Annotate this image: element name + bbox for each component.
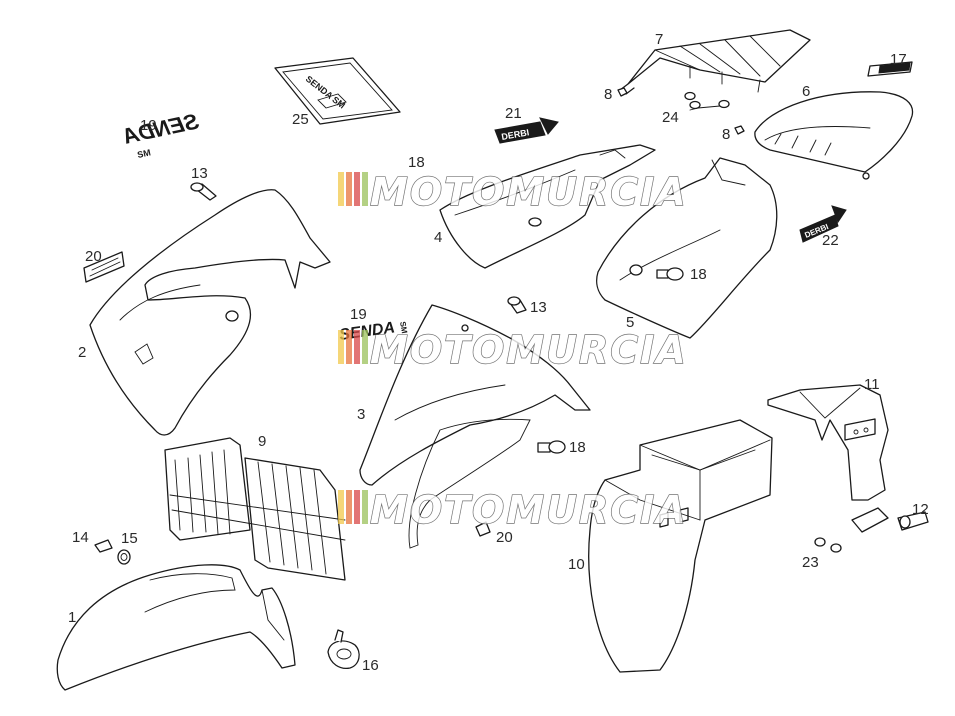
callout-9: 9 <box>258 433 266 450</box>
part-13-bolt-top <box>190 182 217 201</box>
callout-7: 7 <box>655 31 663 48</box>
part-9-radiator-grille <box>164 437 346 581</box>
part-2-tank-shroud <box>89 189 331 436</box>
callout-15: 15 <box>121 530 138 547</box>
part-12-bracket <box>851 507 929 533</box>
callout-25: 25 <box>292 111 309 128</box>
callout-3: 3 <box>357 406 365 423</box>
callout-12: 12 <box>912 501 929 518</box>
watermark-top: MOTOMURCIA <box>338 169 688 215</box>
callout-6: 6 <box>802 83 810 100</box>
callout-2: 2 <box>78 344 86 361</box>
part-24-washers <box>684 91 730 111</box>
callout-19-top: 19 <box>140 117 157 134</box>
callout-10: 10 <box>568 556 585 573</box>
callout-13-top: 13 <box>191 165 208 182</box>
part-1-front-fender <box>56 564 296 691</box>
part-25-decal-sheet: SENDA SM <box>274 57 401 125</box>
part-15-grommet <box>117 549 131 565</box>
callout-labels: 7 17 8 6 21 19 25 24 8 18 13 4 22 20 18 … <box>68 31 929 674</box>
part-18-bolt-right <box>656 267 684 281</box>
callout-18-top: 18 <box>408 154 425 171</box>
part-16-clamp <box>327 629 360 670</box>
callout-16: 16 <box>362 657 379 674</box>
callout-1: 1 <box>68 609 76 626</box>
derbi-decal-text: DERBI <box>501 127 530 142</box>
watermark-bars <box>338 490 368 524</box>
part-4-side-panel <box>439 144 656 269</box>
part-6-seat <box>754 91 914 180</box>
callout-24: 24 <box>662 109 679 126</box>
sm-decal-mid-text: SM <box>398 321 409 335</box>
part-10-rear-fender <box>588 419 773 673</box>
callout-14: 14 <box>72 529 89 546</box>
part-20-clip-mid <box>475 521 491 537</box>
callout-8-left: 8 <box>604 86 612 103</box>
part-20-decal-left <box>83 251 125 283</box>
callout-4: 4 <box>434 229 442 246</box>
callout-20-mid: 20 <box>496 529 513 546</box>
watermark-text: MOTOMURCIA <box>370 328 688 372</box>
part-23-washers <box>814 537 842 553</box>
part-19-senda-decal-top: SENDA SM <box>121 108 202 160</box>
part-11-plate-holder <box>767 384 889 501</box>
watermark-text: MOTOMURCIA <box>370 170 688 214</box>
callout-18-mid: 18 <box>569 439 586 456</box>
callout-19-mid: 19 <box>350 306 367 323</box>
watermark-bottom: MOTOMURCIA <box>338 487 688 533</box>
part-13-bolt-mid <box>507 296 527 314</box>
part-3-front-shroud <box>359 304 591 549</box>
part-18-bolt-mid <box>537 440 566 454</box>
part-21-derbi-decal: DERBI <box>494 117 559 144</box>
part-7-luggage-rack <box>619 29 811 95</box>
watermark-bars <box>338 172 368 206</box>
part-8-nut-right <box>734 125 745 135</box>
callout-11: 11 <box>864 376 880 393</box>
part-14-clip <box>94 539 113 553</box>
callout-17: 17 <box>890 51 907 68</box>
callout-22: 22 <box>822 232 839 249</box>
part-8-nut-left <box>617 87 628 97</box>
part-17-decal <box>867 61 913 77</box>
callout-8-right: 8 <box>722 126 730 143</box>
callout-23: 23 <box>802 554 819 571</box>
callout-13-mid: 13 <box>530 299 547 316</box>
watermark-text: MOTOMURCIA <box>370 488 688 532</box>
callout-20-left: 20 <box>85 248 102 265</box>
sm-decal-text: SM <box>136 147 151 160</box>
watermark-middle: MOTOMURCIA <box>338 327 688 373</box>
callout-5: 5 <box>626 314 634 331</box>
callout-21: 21 <box>505 105 522 122</box>
callout-18-right: 18 <box>690 266 707 283</box>
senda-decal-text: SENDA <box>121 108 202 148</box>
watermark-bars <box>338 330 368 364</box>
part-5-side-cover <box>596 157 778 339</box>
